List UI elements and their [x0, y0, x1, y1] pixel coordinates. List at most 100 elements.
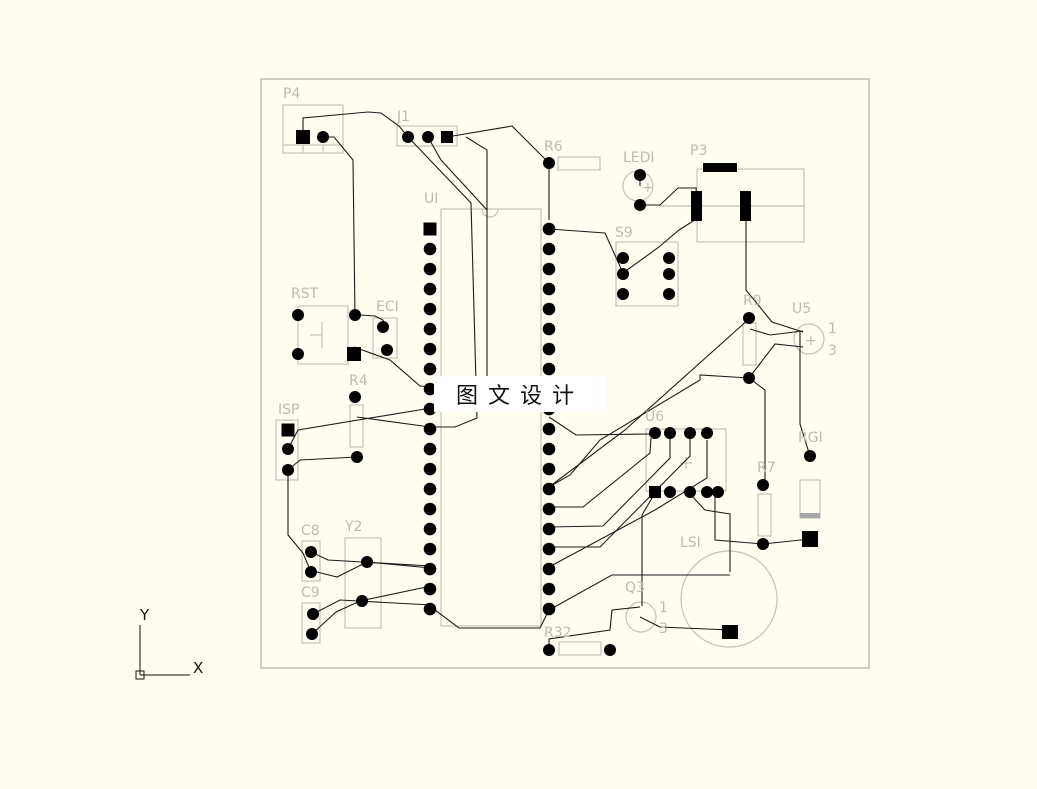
pad: [422, 131, 434, 143]
pad: [377, 321, 389, 333]
label-rst: RST: [291, 286, 319, 302]
pad: [305, 566, 317, 578]
pad: [634, 199, 646, 211]
pad: [349, 309, 361, 321]
polarity-mark-led1: +: [642, 180, 654, 196]
polarity-mark-u5: +: [805, 333, 817, 349]
pad: [307, 608, 319, 620]
pad: [743, 312, 755, 324]
u1-pad: [423, 322, 437, 336]
u1-pad: [542, 562, 556, 576]
pad: [617, 268, 629, 280]
pad: [292, 309, 304, 321]
u1-pad: [423, 482, 437, 496]
square-pad: [441, 131, 453, 143]
label-u5: U5: [792, 301, 811, 317]
u1-pad: [542, 362, 556, 376]
square-pad: [423, 222, 437, 236]
smd-pad: [703, 163, 737, 172]
u1-pad: [542, 222, 556, 236]
u1-pad: [423, 582, 437, 596]
u1-pad: [423, 362, 437, 376]
pad: [317, 131, 329, 143]
axis-x-label: X: [193, 659, 203, 677]
label-s9: S9: [615, 225, 633, 241]
pad: [361, 556, 373, 568]
u1-pad: [542, 542, 556, 556]
label-p3: P3: [690, 143, 707, 159]
label-u6: U6: [645, 409, 664, 425]
u1-pad: [542, 242, 556, 256]
pad: [743, 372, 755, 384]
pad: [663, 288, 675, 300]
pad: [543, 157, 555, 169]
pad: [356, 595, 368, 607]
pad: [684, 427, 696, 439]
u1-pad: [423, 402, 437, 416]
pad: [664, 427, 676, 439]
label-r32: R32: [544, 625, 572, 641]
u1-pad: [542, 422, 556, 436]
label-u1: UI: [424, 191, 438, 207]
pad: [282, 443, 294, 455]
u1-pad: [542, 262, 556, 276]
copper-traces: [287, 111, 811, 650]
smd-pad: [691, 191, 702, 221]
label-j1: J1: [396, 109, 410, 125]
pad: [701, 486, 713, 498]
u1-pad: [542, 462, 556, 476]
u1-pad: [542, 442, 556, 456]
square-pad: [296, 130, 310, 144]
u1-pad: [542, 602, 556, 616]
pad: [684, 486, 696, 498]
u1-pad: [423, 522, 437, 536]
axis-y-label: Y: [139, 606, 150, 624]
label-ec1: ECI: [376, 299, 399, 315]
pad: [543, 644, 555, 656]
label-isp: ISP: [278, 402, 299, 418]
pad: [292, 348, 304, 360]
u1-pad: [542, 322, 556, 336]
u1-pad: [423, 302, 437, 316]
square-pad: [281, 423, 295, 437]
pad: [757, 538, 769, 550]
square-pad: [722, 625, 738, 639]
u1-pad: [542, 502, 556, 516]
label-p4: P4: [283, 86, 300, 102]
pad: [663, 252, 675, 264]
u1-pad: [423, 602, 437, 616]
pad: [634, 169, 646, 181]
pad: [282, 464, 294, 476]
square-pad: [347, 347, 361, 361]
pin-label-u5-3: 3: [828, 343, 837, 359]
u1-pad: [423, 342, 437, 356]
pad: [351, 451, 363, 463]
u1-pad: [423, 242, 437, 256]
pin-label-q3-3: 3: [659, 621, 668, 637]
square-pad: [802, 531, 818, 547]
u1-pad: [423, 442, 437, 456]
label-c8: C8: [301, 523, 320, 539]
pad: [712, 486, 724, 498]
silkscreen-outlines: [275, 104, 825, 656]
pad: [701, 427, 713, 439]
u1-pad: [542, 582, 556, 596]
u1-pad: [542, 522, 556, 536]
label-q3: Q3: [625, 580, 645, 596]
u1-pad: [423, 262, 437, 276]
pad: [757, 479, 769, 491]
label-r4: R4: [349, 373, 368, 389]
label-r9: R9: [743, 293, 762, 309]
u1-pad: [542, 342, 556, 356]
pad: [664, 486, 676, 498]
watermark-label: 图文设计: [434, 376, 606, 412]
board-outline: [260, 78, 870, 669]
copper-pads: [281, 130, 818, 656]
pad: [402, 131, 414, 143]
label-r6: R6: [544, 139, 563, 155]
pad: [617, 288, 629, 300]
u1-pad: [423, 282, 437, 296]
pin-label-q3-1: 1: [659, 600, 668, 616]
component-labels: P4 J1 R6 LEDI P3 UI S9 RST ECI R4 R9 U5 …: [278, 86, 837, 641]
